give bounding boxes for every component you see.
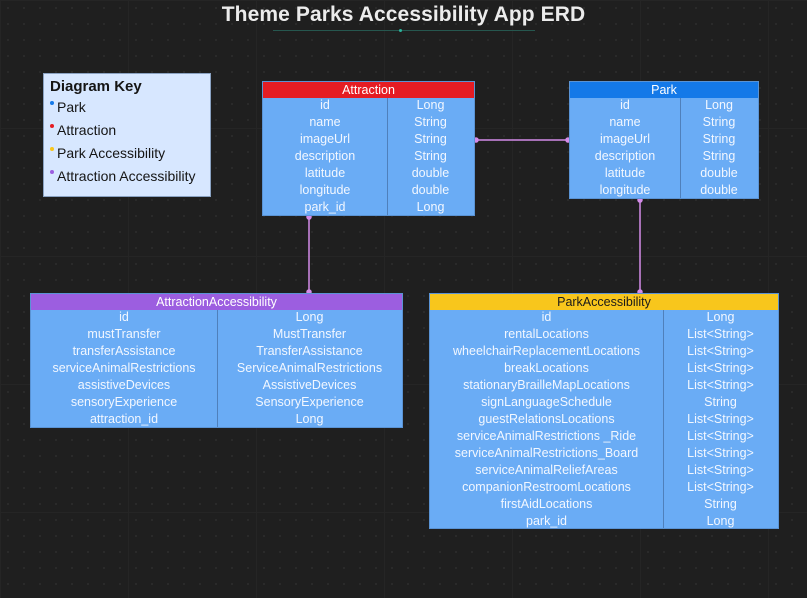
key-park-accessibility-dot [50, 147, 54, 151]
entity-header-attraction: Attraction [263, 82, 474, 98]
field-name: name [309, 115, 341, 129]
field-name: sensoryExperience [70, 395, 178, 409]
field-name: latitude [304, 166, 346, 180]
field-type: List<String> [687, 480, 754, 494]
field-type: String [414, 149, 447, 163]
key-item-attraction-accessibility: Attraction Accessibility [57, 168, 196, 184]
field-name: latitude [604, 166, 646, 180]
field-type: double [411, 183, 450, 197]
field-type: double [411, 166, 450, 180]
field-type: List<String> [687, 378, 754, 392]
entity-header-park: Park [570, 82, 758, 98]
key-item-park-accessibility: Park Accessibility [57, 145, 166, 161]
key-item-attraction: Attraction [57, 122, 117, 138]
field-type: List<String> [687, 344, 754, 358]
field-type: String [414, 115, 447, 129]
field-name: mustTransfer [87, 327, 161, 341]
field-name: name [609, 115, 641, 129]
field-type: Long [295, 310, 324, 324]
field-name: serviceAnimalRestrictions _Ride [456, 429, 637, 443]
title-anchor-dot [399, 29, 402, 32]
field-name: id [320, 98, 330, 112]
key-item-park: Park [57, 99, 86, 115]
field-type: Long [416, 200, 445, 214]
field-type: Long [295, 412, 324, 426]
field-type: TransferAssistance [256, 344, 363, 358]
field-name: park_id [526, 514, 567, 528]
field-type: ServiceAnimalRestrictions [236, 361, 383, 375]
field-name: longitude [599, 183, 651, 197]
field-name: companionRestroomLocations [462, 480, 631, 494]
field-name: breakLocations [504, 361, 589, 375]
field-type: String [414, 132, 447, 146]
title-underline [273, 30, 535, 31]
field-type: Long [706, 310, 735, 324]
field-type: Long [705, 98, 733, 112]
key-title: Diagram Key [50, 78, 142, 95]
key-park-dot [50, 101, 54, 105]
field-name: imageUrl [599, 132, 650, 146]
field-name: serviceAnimalReliefAreas [475, 463, 618, 477]
field-type: List<String> [687, 446, 754, 460]
field-type: String [704, 497, 737, 511]
field-type: Long [416, 98, 445, 112]
field-type: double [700, 183, 738, 197]
field-name: rentalLocations [504, 327, 589, 341]
field-name: description [594, 149, 656, 163]
field-type: List<String> [687, 412, 754, 426]
key-attraction-dot [50, 124, 54, 128]
field-name: attraction_id [89, 412, 159, 426]
field-type: MustTransfer [272, 327, 347, 341]
field-type: String [702, 149, 736, 163]
field-name: serviceAnimalRestrictions [52, 361, 196, 375]
field-type: SensoryExperience [255, 395, 364, 409]
key-attraction-accessibility-dot [50, 170, 54, 174]
field-name: id [620, 98, 630, 112]
field-name: id [541, 310, 552, 324]
column-divider [663, 310, 664, 528]
field-name: id [119, 310, 129, 324]
column-divider [680, 98, 681, 198]
field-type: String [702, 132, 736, 146]
entity-header-park-accessibility: ParkAccessibility [430, 294, 778, 310]
field-name: park_id [304, 200, 346, 214]
field-name: firstAidLocations [500, 497, 593, 511]
field-type: List<String> [687, 463, 754, 477]
field-type: double [700, 166, 738, 180]
field-type: List<String> [687, 327, 754, 341]
entity-header-attraction-accessibility: AttractionAccessibility [31, 294, 402, 310]
field-type: String [704, 395, 737, 409]
field-type: String [702, 115, 736, 129]
field-name: longitude [299, 183, 351, 197]
diagram-key[interactable]: Diagram Key Park Attraction Park Accessi… [43, 73, 211, 197]
field-type: List<String> [687, 361, 754, 375]
field-type: AssistiveDevices [262, 378, 357, 392]
field-name: transferAssistance [72, 344, 176, 358]
field-name: stationaryBrailleMapLocations [463, 378, 630, 392]
column-divider [217, 310, 218, 427]
field-name: signLanguageSchedule [481, 395, 612, 409]
diagram-title: Theme Parks Accessibility App ERD [221, 3, 586, 26]
field-name: assistiveDevices [77, 378, 171, 392]
field-name: wheelchairReplacementLocations [453, 344, 640, 358]
field-name: guestRelationsLocations [478, 412, 615, 426]
field-name: serviceAnimalRestrictions_Board [454, 446, 639, 460]
column-divider [387, 98, 388, 215]
field-name: imageUrl [299, 132, 350, 146]
field-type: Long [706, 514, 735, 528]
field-name: description [294, 149, 356, 163]
field-type: List<String> [687, 429, 754, 443]
